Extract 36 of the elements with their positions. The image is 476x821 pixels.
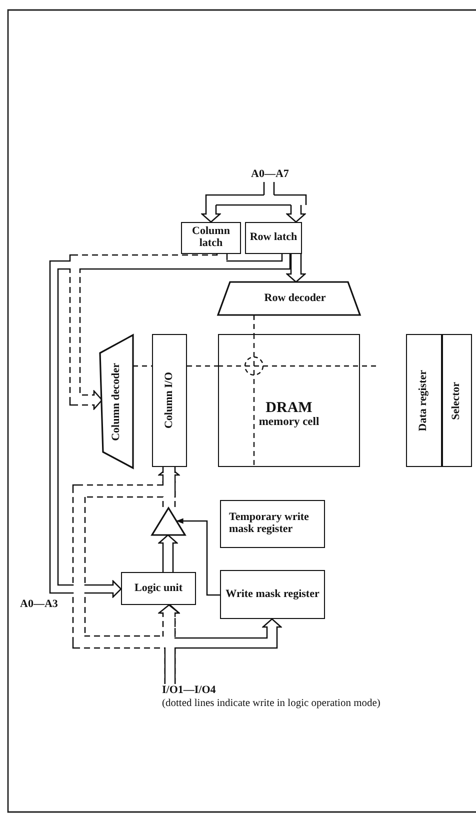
edge-label: A0—A3 <box>20 598 58 610</box>
dashed-signal-line <box>133 365 152 367</box>
block-box <box>121 572 196 605</box>
bus-label: I/O1—I/O4 <box>162 685 216 697</box>
memory-title: DRAM <box>266 400 312 416</box>
block-box <box>152 334 187 467</box>
bus-arrow <box>164 618 282 684</box>
block-box <box>442 334 472 467</box>
block-box <box>181 222 241 254</box>
bus-arrow <box>49 254 291 598</box>
bus-arrow <box>286 254 306 283</box>
block-box <box>220 500 325 548</box>
latch-label: Row latch <box>250 232 298 244</box>
bus-arrow <box>286 205 306 223</box>
block-box <box>220 570 325 619</box>
dashed-signal-line <box>187 365 218 367</box>
dashed-signal-line <box>253 315 255 334</box>
block-box <box>406 334 442 467</box>
decoder-label: Row decoder <box>264 292 326 304</box>
register-label: Temporary write mask register <box>229 512 310 536</box>
register-label: Write mask register <box>226 588 320 600</box>
decoder-label: Column decoder <box>110 362 122 440</box>
dashed-bus-arrow <box>69 254 228 410</box>
selector-label: Selector <box>451 382 463 420</box>
logic-unit-label: Logic unit <box>134 582 182 594</box>
block-box <box>245 222 302 254</box>
dashed-bus-arrow <box>72 467 180 649</box>
latch-label: Column latch <box>191 226 231 250</box>
note-text: (dotted lines indicate write in logic operation mode) <box>162 698 380 709</box>
arrow <box>176 518 220 596</box>
bus-arrow <box>158 534 178 572</box>
bus-label: A0—A7 <box>251 169 289 181</box>
memory-label: memory cell <box>258 416 320 428</box>
register-label: Data register <box>418 370 430 432</box>
bus-arrow <box>201 205 221 223</box>
column-io-label: Column I/O <box>164 372 176 429</box>
